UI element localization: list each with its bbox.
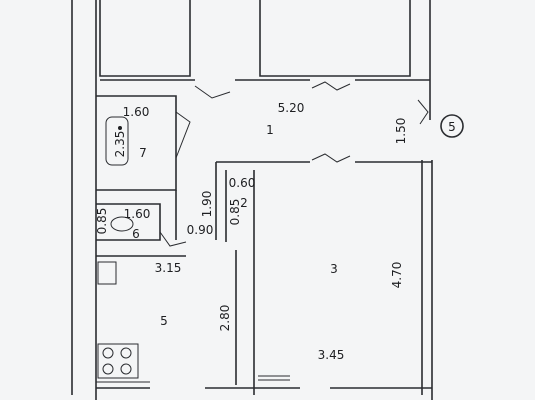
top-rooms (99, 0, 430, 81)
room-1-label: 1 (266, 123, 274, 137)
dim-hall-depth: 1.90 (200, 191, 214, 218)
dim-kitchen-depth: 2.80 (218, 305, 232, 332)
dim-wc-width: 1.60 (124, 207, 151, 221)
dim-corridor-length: 5.20 (278, 101, 305, 115)
dim-wc-depth: 0.85 (95, 208, 109, 235)
marker-circle (440, 114, 464, 138)
dim-room3-width: 3.45 (318, 348, 345, 362)
dim-bath-width: 1.60 (123, 105, 150, 119)
corridor-doors (194, 81, 429, 125)
dim-closet-depth: 0.85 (228, 199, 242, 226)
dim-room3-depth: 4.70 (390, 262, 404, 289)
dim-bath-depth: 2.35 (113, 131, 127, 158)
marker-label: 5 (448, 120, 456, 134)
bathroom (96, 95, 191, 191)
room-7-label: 7 (139, 146, 147, 160)
wc (96, 203, 187, 247)
hall-walls (175, 153, 432, 395)
room-5-label: 5 (160, 314, 168, 328)
dim-hall-door: 0.90 (187, 223, 214, 237)
dim-kitchen-width: 3.15 (155, 261, 182, 275)
room-3-label: 3 (330, 262, 338, 276)
room-6-label: 6 (132, 227, 140, 241)
room-3 (258, 375, 290, 381)
dim-closet-width: 0.60 (229, 176, 256, 190)
outer-walls (71, 0, 433, 400)
dim-corridor-width: 1.50 (394, 118, 408, 145)
room-2-label: 2 (240, 196, 248, 210)
kitchen (96, 250, 432, 389)
